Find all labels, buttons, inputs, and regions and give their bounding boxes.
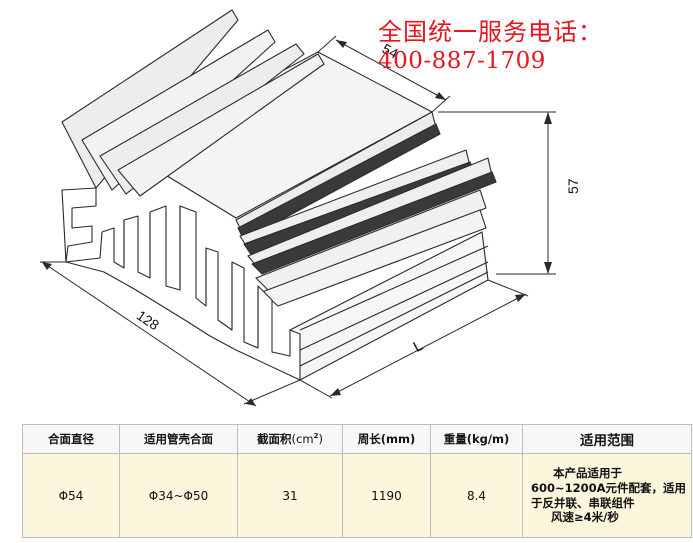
dim-57-label: 57 (565, 178, 581, 194)
header-section-unit-sup: 2 (313, 432, 319, 441)
right-fin (261, 209, 487, 307)
header-section-unit-close: ) (318, 432, 323, 446)
header-perimeter: 周长(mm) (342, 424, 431, 454)
table-header-row: 合面直径 适用管壳合面 截面积(cm2) 周长(mm) 重量(kg/m) 适用范… (22, 424, 692, 454)
heatsink-drawing: 54 57 128 L (40, 9, 581, 407)
spec-table: 合面直径 适用管壳合面 截面积(cm2) 周长(mm) 重量(kg/m) 适用范… (22, 424, 692, 538)
cell-weight: 8.4 (430, 453, 523, 538)
service-hotline: 全国统一服务电话： 400-887-1709 (378, 18, 603, 75)
hotline-number: 400-887-1709 (378, 48, 546, 75)
dim-128-label: 128 (134, 307, 162, 333)
cell-scope: 本产品适用于600~1200A元件配套，适用于反并联、串联组件 风速≥4米/秒 (522, 453, 692, 538)
table-row: Φ54 Φ34~Φ50 31 1190 8.4 本产品适用于600~1200A元… (22, 453, 692, 538)
header-fit-diameter: 合面直径 (22, 424, 120, 454)
header-tube-fit: 适用管壳合面 (119, 424, 238, 454)
dim-54-label: 54 (380, 40, 401, 62)
hotline-label: 全国统一服务电话： (378, 18, 603, 46)
right-fin (255, 189, 487, 293)
header-weight: 重量(kg/m) (430, 424, 523, 454)
header-section-area-text: 截面积 (257, 432, 292, 446)
header-scope: 适用范围 (522, 424, 692, 454)
cell-perimeter: 1190 (342, 453, 431, 538)
header-section-unit: (cm (291, 432, 314, 446)
header-section-area: 截面积(cm2) (237, 424, 343, 454)
cell-tube-fit: Φ34~Φ50 (119, 453, 238, 538)
right-fin (251, 171, 497, 275)
left-fin (117, 53, 325, 197)
cell-fit-diameter: Φ54 (22, 453, 120, 538)
scope-description: 本产品适用于600~1200A元件配套，适用于反并联、串联组件 (531, 465, 687, 510)
cell-section-area: 31 (237, 453, 343, 538)
scope-wind-speed: 风速≥4米/秒 (551, 510, 619, 525)
